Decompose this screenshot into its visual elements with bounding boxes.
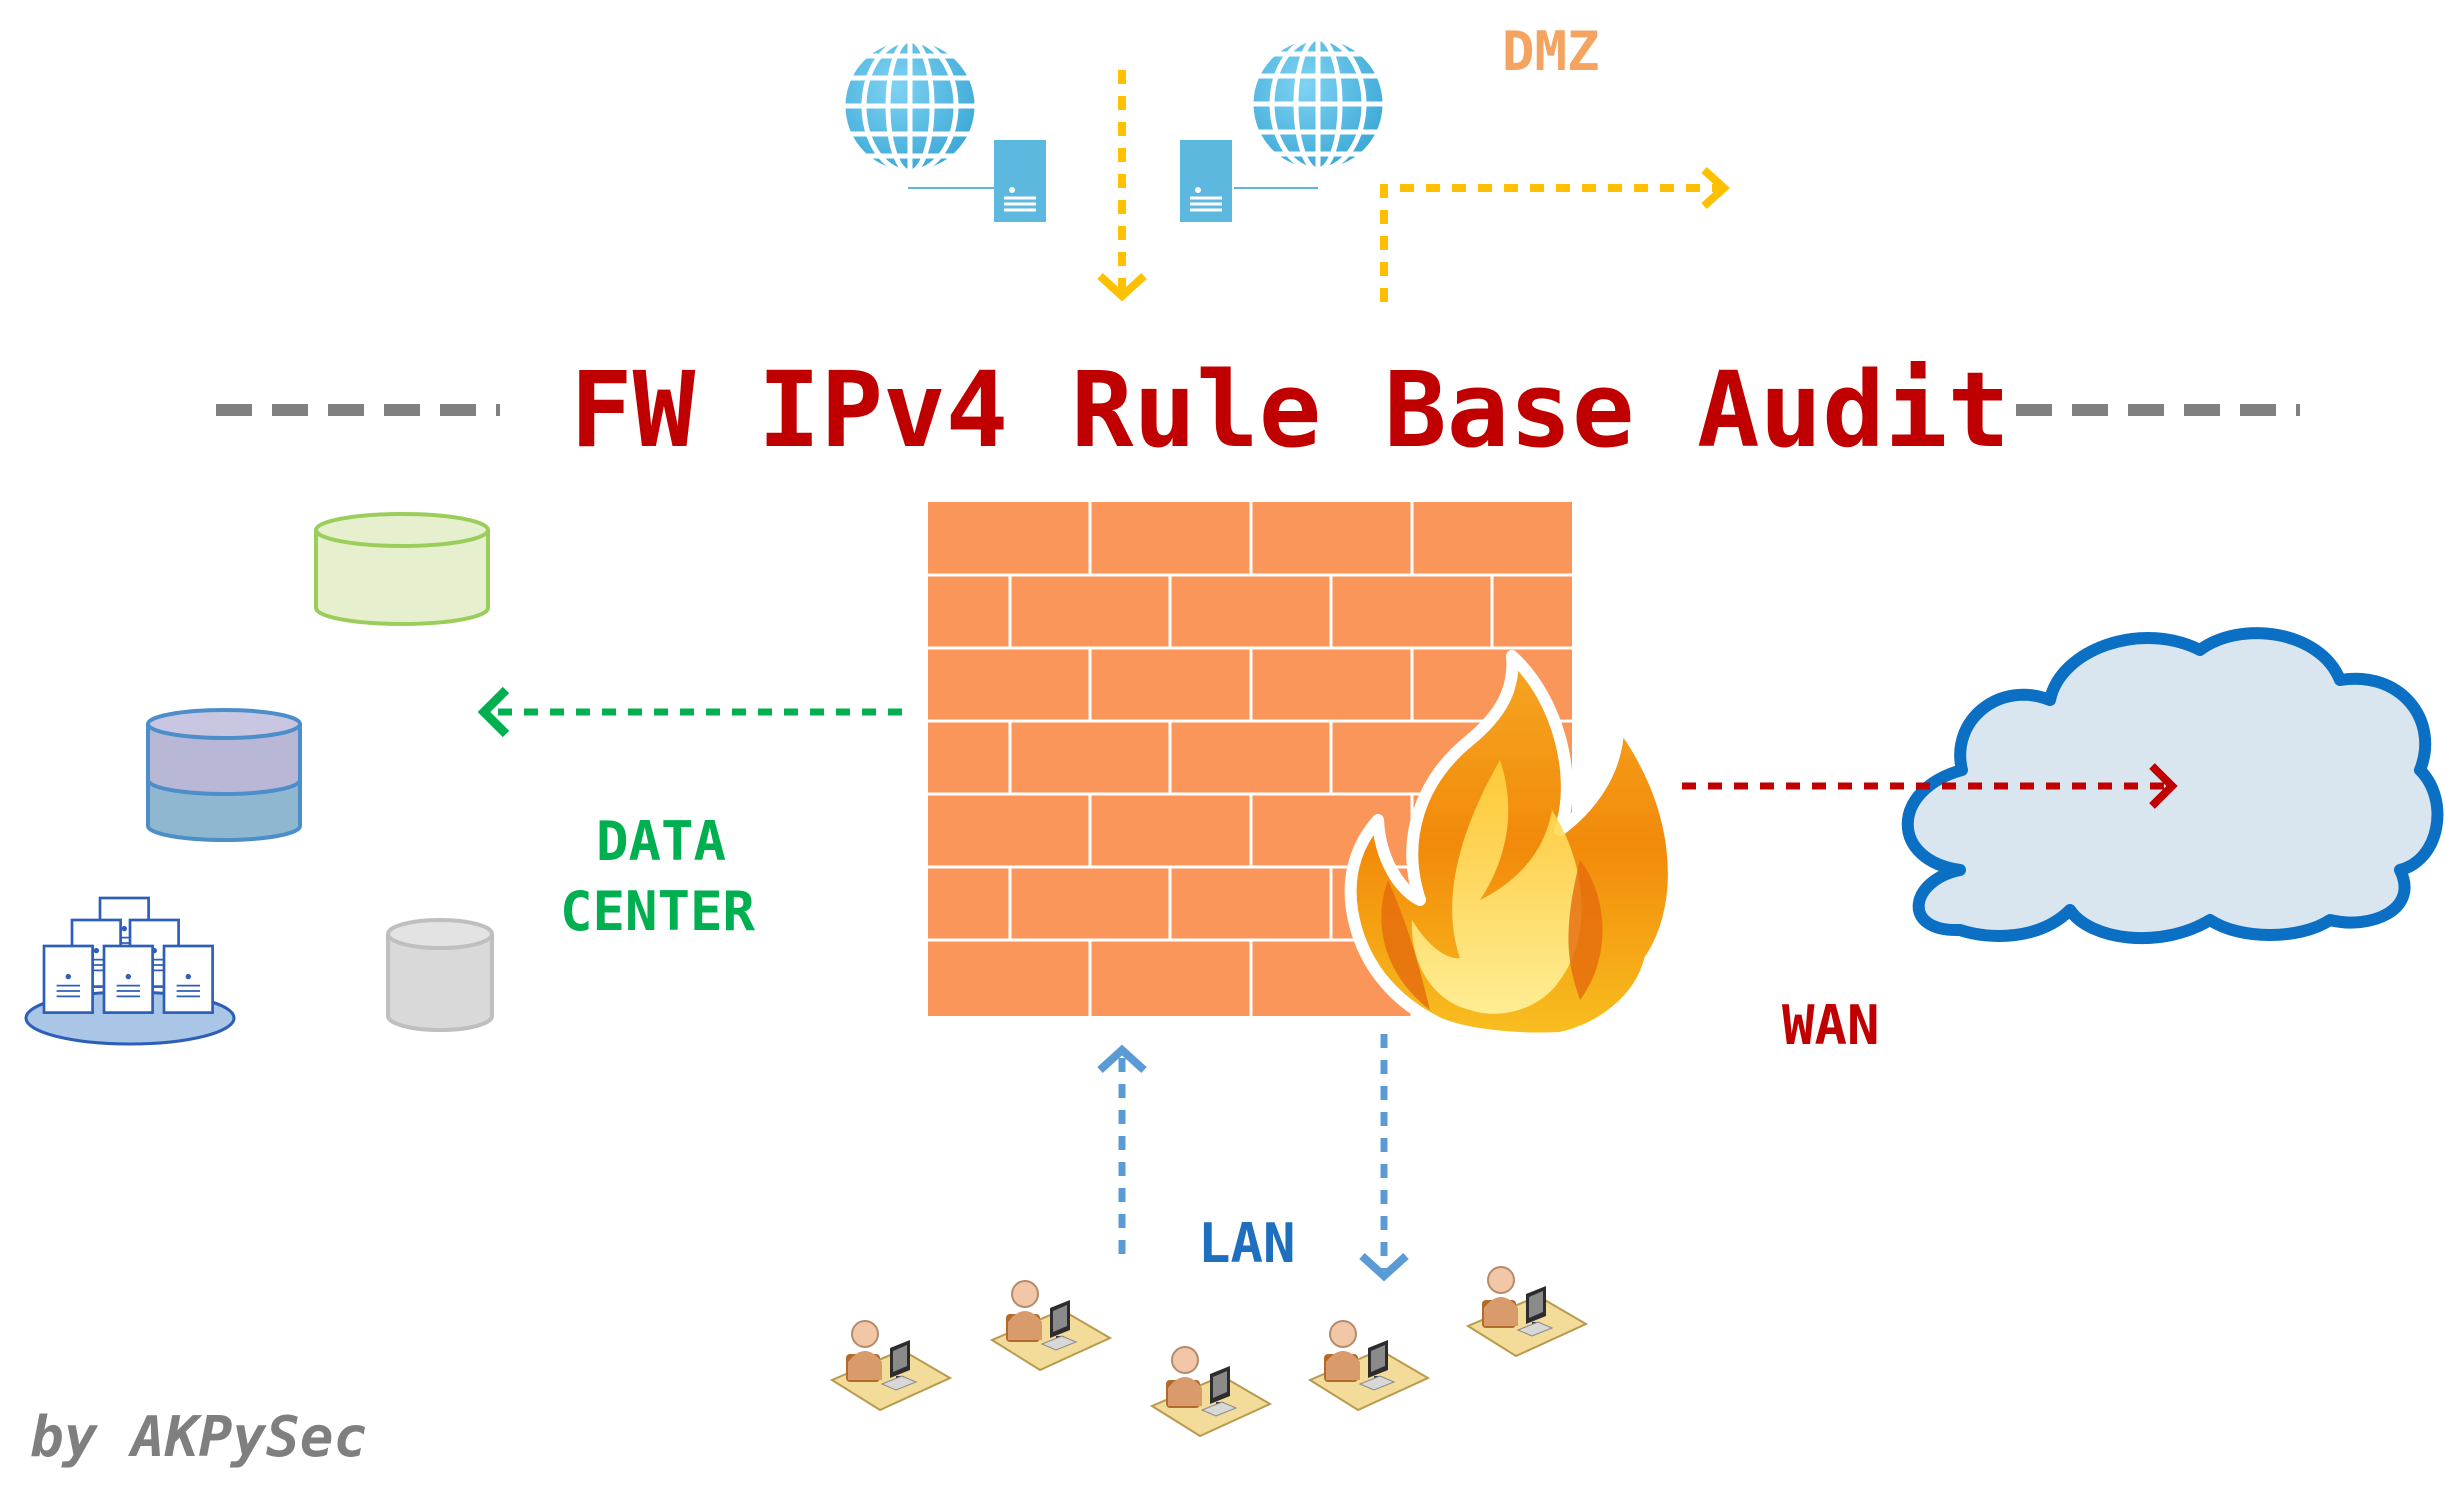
- user-workstation-icon: [991, 1280, 1111, 1371]
- datacenter-label-line1: DATA: [596, 810, 726, 873]
- lan-label: LAN: [1198, 1212, 1296, 1275]
- wan-arrowhead: [2149, 763, 2178, 809]
- globe-icon: [844, 40, 976, 172]
- server-icon: [992, 138, 1048, 224]
- lan-outbound-arrowhead: [1359, 1253, 1409, 1282]
- dmz-label: DMZ: [1502, 20, 1600, 83]
- dmz-outbound-arrow: [1380, 184, 1722, 302]
- wan-label: WAN: [1782, 994, 1880, 1057]
- wan-zone: WAN: [1682, 627, 2444, 1057]
- dmz-inbound-arrowhead: [1097, 273, 1147, 302]
- title-row: FW IPv4 Rule Base Audit: [216, 349, 2300, 471]
- server-icon: [1178, 138, 1234, 224]
- lan-inbound-arrowhead: [1097, 1044, 1147, 1073]
- database-icon: [146, 708, 302, 842]
- datacenter-arrowhead: [477, 686, 510, 738]
- lan-zone: LAN: [831, 1034, 1587, 1437]
- user-workstation-icon: [831, 1320, 951, 1411]
- data-center-zone: DATA CENTER: [24, 512, 902, 1046]
- page-title: FW IPv4 Rule Base Audit: [570, 349, 2010, 471]
- user-workstation-icon: [1151, 1346, 1271, 1437]
- user-workstation-icon: [1467, 1266, 1587, 1357]
- globe-icon: [1252, 38, 1384, 170]
- user-workstation-icon: [1309, 1320, 1429, 1411]
- server-cluster-icon: [24, 896, 236, 1046]
- dmz-zone: DMZ: [844, 20, 1730, 302]
- datacenter-label-line2: CENTER: [560, 880, 756, 943]
- flame-icon: [1344, 650, 1680, 1045]
- dmz-outbound-arrowhead: [1701, 167, 1730, 209]
- database-icon: [314, 512, 490, 626]
- author-credit: by AKPySec: [30, 1405, 367, 1470]
- database-icon: [386, 918, 494, 1032]
